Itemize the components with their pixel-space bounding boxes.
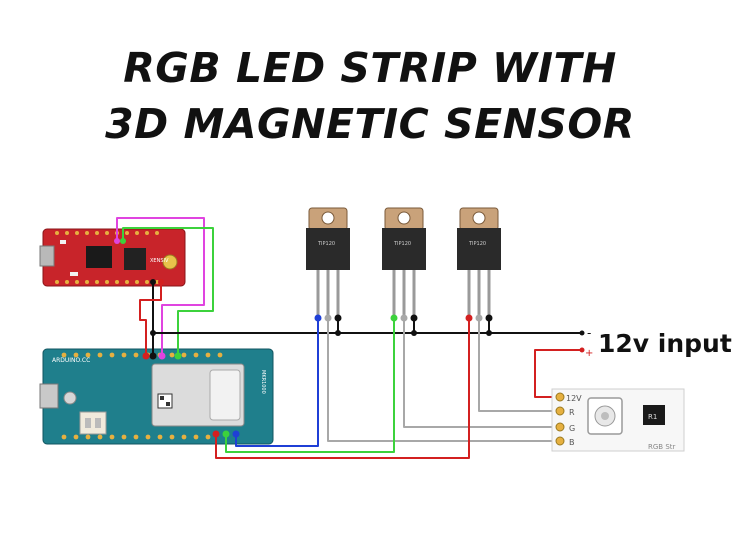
wires: [116, 217, 582, 459]
power-plus-label: +: [585, 348, 593, 359]
wire-red-12v: [534, 349, 582, 398]
mosfet-1-marking: TIP120: [317, 241, 335, 247]
mosfet-2-marking: TIP120: [393, 241, 411, 247]
wire-green-gate: [225, 318, 395, 453]
power-minus-label: -: [587, 326, 591, 340]
mosfet-3: TIP120: [457, 207, 501, 318]
mosfet-2: TIP120: [382, 207, 426, 318]
resistor-label: R1: [648, 413, 657, 421]
wire-red-gate: [215, 318, 470, 459]
strip-pin-g: G: [569, 424, 575, 433]
title-line-1: RGB LED STRIP WITH: [123, 44, 617, 92]
title-line-2: 3D MAGNETIC SENSOR: [105, 100, 635, 148]
rgb-led-strip: 12V R G B R1 RGB Str: [551, 388, 685, 452]
usb-port-icon: [39, 245, 55, 267]
resistor: [643, 405, 665, 425]
wire-gray-drain-g: [403, 318, 560, 428]
wire-green-scl: [122, 227, 214, 356]
arduino-board: ARDUINO.CC MKR1000: [39, 348, 274, 445]
reset-button: [63, 391, 77, 405]
wire-red-sensor-vcc: [139, 282, 162, 356]
mosfet-1: TIP120: [306, 207, 350, 318]
power-input-label: 12v input: [598, 329, 732, 358]
sensor-board: XENSIV: [39, 228, 186, 287]
battery-connector: [79, 411, 107, 435]
wire-blue-gate: [235, 318, 319, 447]
diagram-title: RGB LED STRIP WITH 3D MAGNETIC SENSOR: [0, 40, 740, 152]
arduino-label: ARDUINO.CC: [52, 357, 90, 364]
sensor-board-label: XENSIV: [150, 258, 169, 264]
mosfet-3-marking: TIP120: [468, 241, 486, 247]
strip-pin-r: R: [569, 408, 575, 417]
strip-text: RGB Str: [648, 443, 676, 451]
wire-gray-drain-b: [327, 318, 560, 442]
arduino-module-label: MKR1000: [260, 370, 266, 394]
wire-gray-drain-r: [478, 318, 560, 412]
junctions: [114, 238, 585, 438]
micro-usb-icon: [39, 383, 59, 409]
wire-magenta-sda: [116, 217, 205, 356]
strip-pin-12v: 12V: [566, 394, 582, 403]
strip-pin-b: B: [569, 438, 575, 447]
